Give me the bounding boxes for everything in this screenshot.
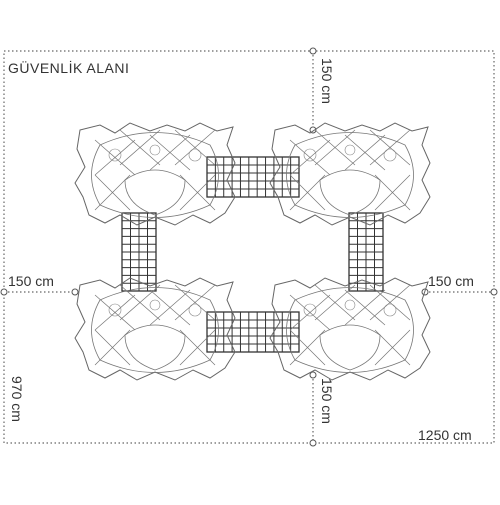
dim-width-label: 1250 cm [418, 427, 472, 443]
dimension-marker-icon [309, 439, 317, 447]
dim-height-label: 970 cm [9, 376, 25, 422]
dimension-marker-icon [309, 371, 317, 379]
climbing-net-bridge-icon [206, 156, 300, 198]
climbing-net-bridge-icon [348, 212, 384, 292]
safety-area-boundary [3, 50, 495, 444]
dimension-marker-icon [71, 288, 79, 296]
dim-bottom-label: 150 cm [319, 378, 335, 424]
dim-right-label: 150 cm [428, 273, 474, 289]
dim-top-label: 150 cm [319, 58, 335, 104]
climbing-net-bridge-icon [121, 212, 157, 292]
dimension-marker-icon [0, 288, 8, 296]
dimension-marker-icon [309, 47, 317, 55]
climbing-net-bridge-icon [206, 311, 300, 353]
dim-left-label: 150 cm [8, 273, 54, 289]
dimension-marker-icon [490, 288, 498, 296]
safety-area-label: GÜVENLİK ALANI [8, 60, 130, 76]
